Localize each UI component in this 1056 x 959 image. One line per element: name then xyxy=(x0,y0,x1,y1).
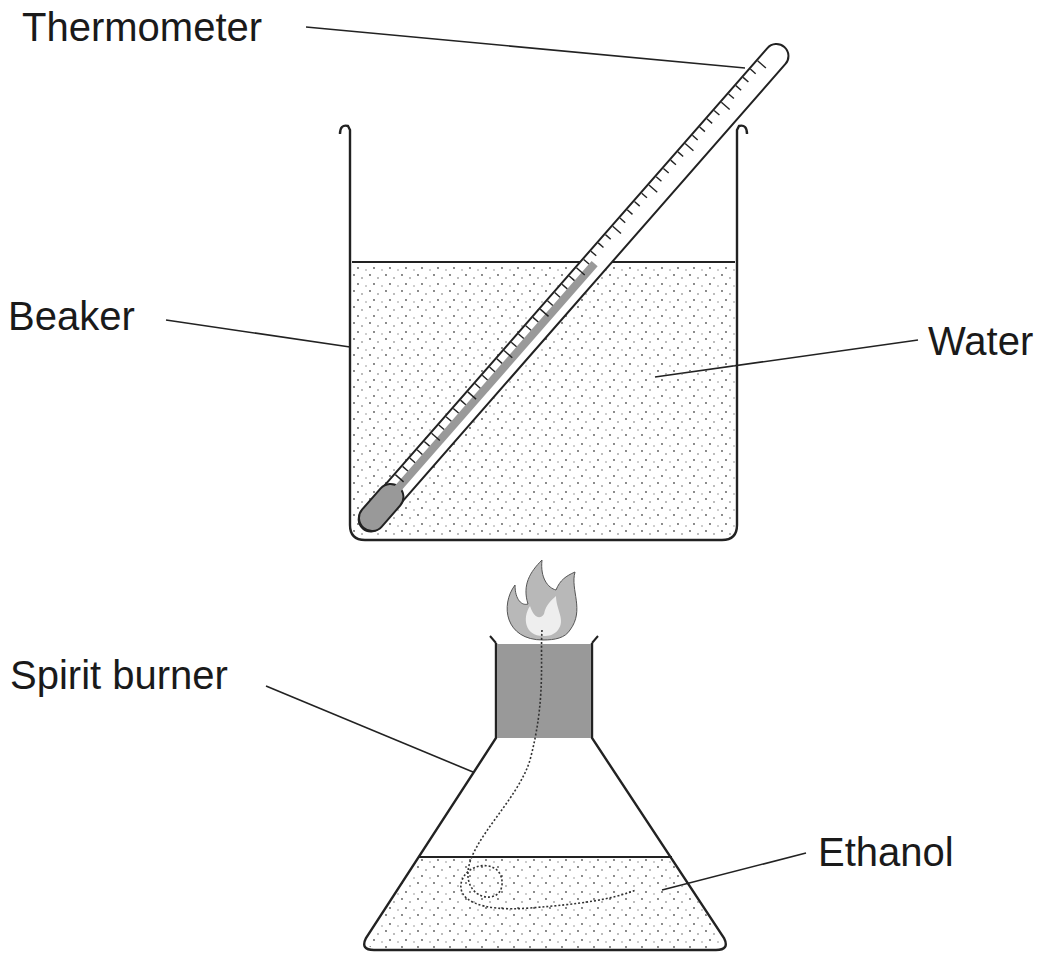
tick-mark xyxy=(555,293,560,298)
wick xyxy=(461,630,636,909)
tick-mark xyxy=(403,466,408,471)
ethanol xyxy=(368,857,723,948)
tick-mark xyxy=(620,218,625,223)
tick-mark xyxy=(671,160,676,165)
tick-mark xyxy=(656,177,661,182)
tick-mark xyxy=(721,102,729,109)
tick-mark xyxy=(678,152,683,157)
tick-mark xyxy=(547,301,552,306)
tick-mark xyxy=(714,110,719,115)
tick-mark xyxy=(627,210,632,215)
spirit-burner xyxy=(364,643,726,950)
tick-mark xyxy=(743,77,748,82)
tick-mark xyxy=(504,350,512,357)
tick-mark xyxy=(649,185,657,192)
tick-mark xyxy=(395,475,403,482)
part-label: Water xyxy=(928,318,1033,364)
tick-mark xyxy=(736,86,741,91)
flame xyxy=(507,560,577,640)
tick-mark xyxy=(598,243,603,248)
tick-mark xyxy=(707,119,712,124)
tick-mark xyxy=(417,450,422,455)
tick-mark xyxy=(468,392,476,399)
tick-mark xyxy=(591,251,596,256)
tick-mark xyxy=(482,375,487,380)
burner-cap xyxy=(497,644,591,738)
tick-mark xyxy=(613,226,621,233)
part-label: Thermometer xyxy=(22,4,262,50)
tick-mark xyxy=(605,235,610,240)
tick-mark xyxy=(750,69,755,74)
tick-mark xyxy=(540,309,548,316)
tick-mark xyxy=(569,276,574,281)
tick-mark xyxy=(497,359,502,364)
tick-mark xyxy=(729,94,734,99)
tick-mark xyxy=(533,317,538,322)
tick-mark xyxy=(439,425,444,430)
tick-mark xyxy=(562,284,567,289)
tick-mark xyxy=(511,342,516,347)
leader-line xyxy=(166,320,350,347)
tick-mark xyxy=(576,268,584,275)
tick-mark xyxy=(700,127,705,132)
leader-lines xyxy=(166,27,918,890)
tick-mark xyxy=(519,334,524,339)
tick-mark xyxy=(642,193,647,198)
tick-mark xyxy=(685,144,693,151)
tick-mark xyxy=(475,384,480,389)
tick-mark xyxy=(490,367,495,372)
tick-mark xyxy=(526,326,531,331)
tick-mark xyxy=(410,458,415,463)
tick-mark xyxy=(453,408,458,413)
tick-mark xyxy=(461,400,466,405)
thermometer xyxy=(353,38,794,537)
tick-mark xyxy=(663,168,668,173)
part-label: Beaker xyxy=(8,293,135,339)
tick-mark xyxy=(634,202,639,207)
leader-line xyxy=(306,27,745,68)
part-label: Spirit burner xyxy=(10,652,228,698)
tick-mark xyxy=(758,61,766,68)
tick-mark xyxy=(584,259,589,264)
tick-mark xyxy=(432,433,440,440)
tick-mark xyxy=(446,417,451,422)
tick-mark xyxy=(692,135,697,140)
part-label: Ethanol xyxy=(818,829,954,875)
tick-mark xyxy=(424,442,429,447)
ethanol-surface xyxy=(418,856,672,858)
flask-lip xyxy=(490,636,598,643)
water-surface xyxy=(352,261,735,263)
leader-line xyxy=(266,686,473,772)
